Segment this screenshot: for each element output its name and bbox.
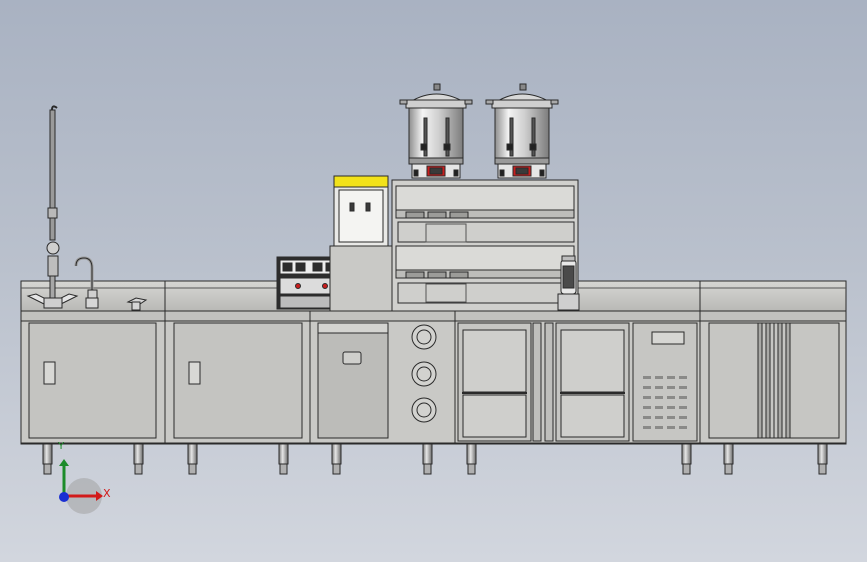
axis-triad — [59, 459, 103, 514]
waste-bin-drawer — [317, 322, 389, 439]
vent-slot — [655, 416, 663, 419]
warming-pan — [405, 211, 425, 219]
vent-slot — [655, 426, 663, 429]
induction-burner-knobs — [411, 324, 437, 423]
blender — [557, 255, 580, 311]
vent-slot — [655, 386, 663, 389]
vent-slot — [667, 426, 675, 429]
cabinet-leg — [278, 443, 289, 475]
cabinet-leg — [681, 443, 692, 475]
vent-slot — [667, 396, 675, 399]
cabinet-leg — [331, 443, 342, 475]
water-boiler — [485, 83, 559, 179]
cabinet-leg — [466, 443, 477, 475]
vent-slot — [643, 376, 651, 379]
ice-dispenser — [329, 175, 393, 312]
compressor-vent-panel — [632, 322, 698, 442]
cabinet-leg — [187, 443, 198, 475]
shelf-bracket — [425, 223, 467, 243]
storage-cabinet-door — [173, 322, 303, 439]
cabinet-leg — [42, 443, 53, 475]
vent-slot — [679, 396, 687, 399]
axis-z-icon — [59, 492, 69, 502]
soap-dispenser — [126, 297, 148, 311]
vent-slot — [667, 376, 675, 379]
vent-slot — [667, 406, 675, 409]
vent-slot — [643, 396, 651, 399]
vent-slot — [655, 396, 663, 399]
pre-rinse-faucet — [26, 105, 79, 309]
cabinet-leg — [133, 443, 144, 475]
vent-slot — [679, 416, 687, 419]
vent-slot — [679, 376, 687, 379]
vent-slot — [679, 386, 687, 389]
warming-pan — [449, 211, 469, 219]
drawer-divider-posts — [532, 322, 554, 442]
vent-slot — [679, 406, 687, 409]
axis-y-label: Y — [58, 441, 65, 452]
sink-cabinet-door — [28, 322, 157, 439]
warming-pan — [449, 271, 469, 279]
cabinet-legs — [42, 443, 828, 475]
refrigerator-doors — [708, 322, 840, 439]
warming-pan — [405, 271, 425, 279]
warming-pan — [427, 271, 447, 279]
cabinet-leg — [817, 443, 828, 475]
vent-slot — [679, 426, 687, 429]
vent-slot — [643, 406, 651, 409]
gooseneck-faucet — [74, 256, 99, 309]
vent-slot — [655, 406, 663, 409]
water-boiler — [399, 83, 473, 179]
warming-shelf-unit — [391, 179, 579, 312]
vent-slot — [667, 386, 675, 389]
water-boilers — [399, 83, 559, 179]
cabinet-leg — [723, 443, 734, 475]
drawer-unit-2 — [555, 322, 630, 442]
drawer-unit-1 — [457, 322, 532, 442]
axis-x-label: X — [103, 487, 111, 500]
vent-slot — [655, 376, 663, 379]
vent-slot — [643, 416, 651, 419]
vent-slot — [667, 416, 675, 419]
vent-slot — [643, 386, 651, 389]
warming-pan — [427, 211, 447, 219]
vent-slot — [643, 426, 651, 429]
cabinet-leg — [422, 443, 433, 475]
shelf-bracket — [425, 283, 467, 303]
